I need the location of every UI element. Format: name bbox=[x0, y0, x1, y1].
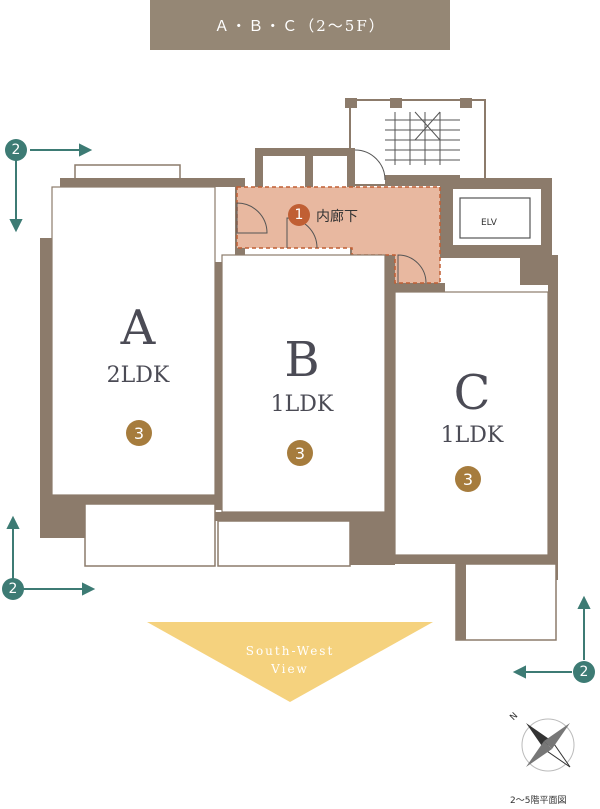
floor-title: Ａ・Ｂ・Ｃ（2〜5F） bbox=[150, 0, 450, 50]
unit-b-badge: 3 bbox=[287, 440, 313, 466]
view-label-line1: South-West bbox=[245, 644, 335, 658]
unit-a-badge: 3 bbox=[126, 420, 152, 446]
unit-a-letter: A bbox=[120, 300, 156, 356]
view-triangle bbox=[147, 622, 433, 702]
unit-c-letter: C bbox=[453, 365, 491, 421]
viewpoint-marker-top-left: 2 bbox=[5, 139, 27, 161]
floor-caption: 2〜5階平面図 bbox=[510, 796, 567, 806]
corridor-label: 内廊下 bbox=[316, 209, 358, 225]
compass-icon bbox=[521, 718, 575, 772]
viewpoint-marker-bottom-right: 2 bbox=[573, 661, 595, 683]
unit-a-type: 2LDK bbox=[106, 363, 170, 388]
viewpoint-arrows bbox=[6, 143, 591, 679]
unit-b-letter: B bbox=[284, 332, 320, 388]
stair-area bbox=[345, 98, 486, 186]
viewpoint-marker-bottom-left: 2 bbox=[2, 578, 24, 600]
unit-c-type: 1LDK bbox=[440, 423, 504, 448]
corridor-badge: 1 bbox=[288, 204, 310, 226]
unit-b-type: 1LDK bbox=[270, 392, 334, 417]
elevator-label: ELV bbox=[481, 218, 497, 228]
balcony-b bbox=[217, 520, 351, 567]
view-label-line2: View bbox=[271, 662, 309, 676]
balcony-a bbox=[84, 503, 216, 567]
view-label: South-West View bbox=[230, 642, 350, 678]
balcony-c bbox=[455, 563, 557, 641]
unit-c-badge: 3 bbox=[455, 466, 481, 492]
